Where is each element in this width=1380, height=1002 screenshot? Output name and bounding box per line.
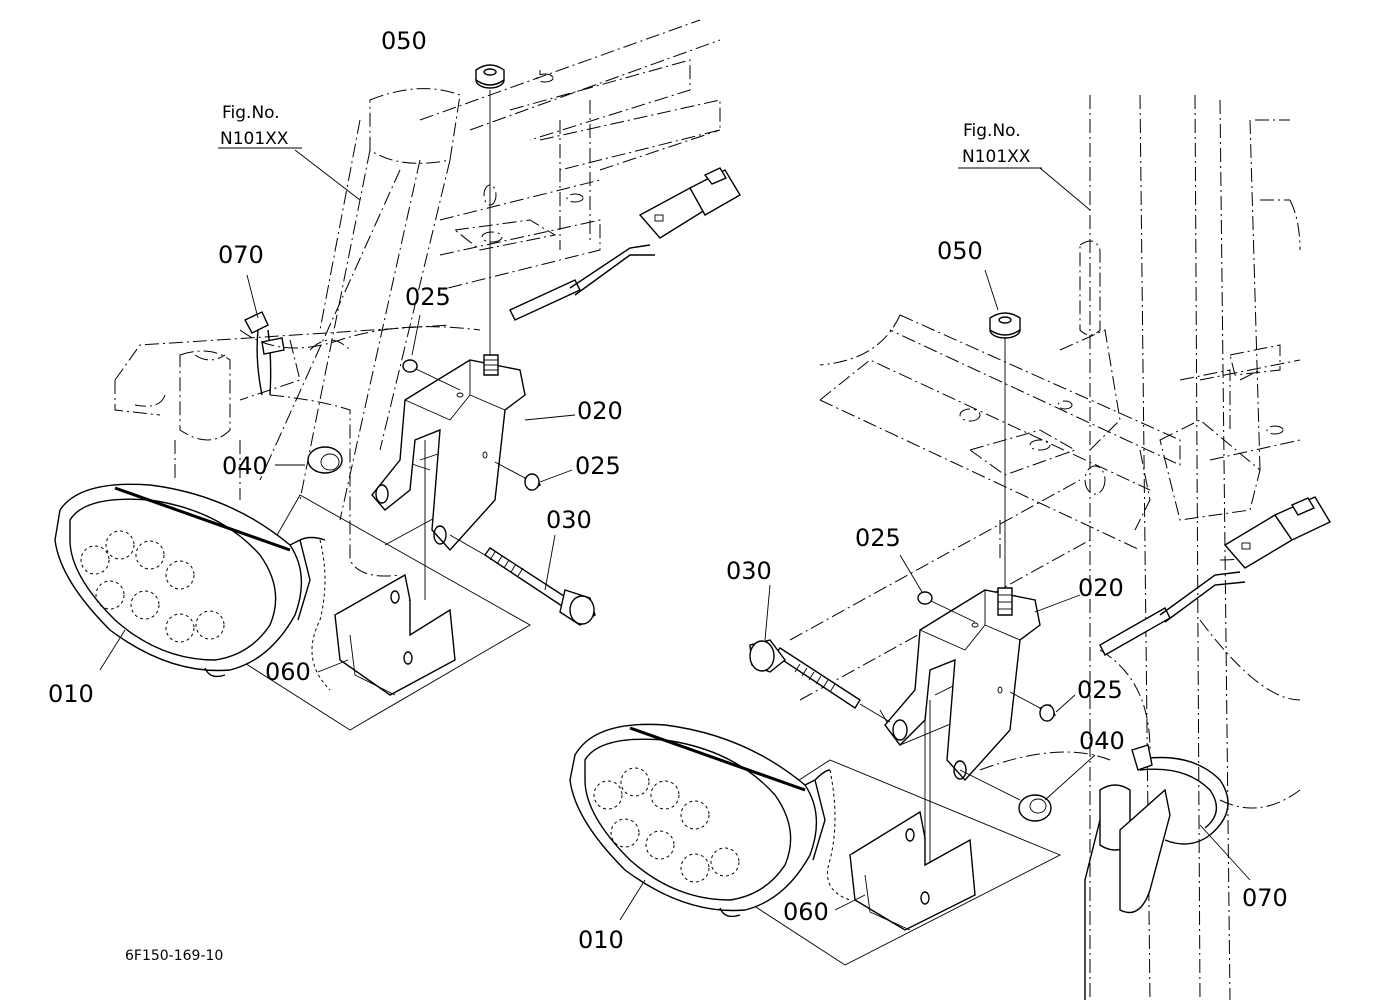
right-assembly <box>569 94 1331 1001</box>
left-cable-tie-070 <box>239 311 481 577</box>
right-collar-040 <box>959 769 1052 822</box>
left-bolt-030 <box>449 534 596 626</box>
right-connector <box>1099 496 1331 656</box>
right-work-lamp-010 <box>569 723 851 918</box>
fig-no-title: Fig.No. <box>222 103 280 123</box>
left-holder-060 <box>333 573 456 696</box>
fig-no-title: Fig.No. <box>963 121 1021 141</box>
part-label: 040 <box>1079 727 1125 755</box>
left-leader-lines <box>99 147 576 673</box>
left-part-labels: 050 070 025 020 040 025 030 010 060 <box>48 27 623 708</box>
part-label: 050 <box>937 237 983 265</box>
part-label: 025 <box>575 452 621 480</box>
part-label: 010 <box>48 680 94 708</box>
right-vehicle-frame <box>789 94 1301 1001</box>
part-label: 010 <box>578 926 624 954</box>
part-label: 070 <box>1242 884 1288 912</box>
part-label: 030 <box>546 506 592 534</box>
right-screws-025 <box>917 591 1056 722</box>
part-label: 040 <box>222 452 268 480</box>
part-label: 060 <box>265 658 311 686</box>
right-cable-tie-070 <box>979 649 1229 1000</box>
figure-reference-right: Fig.No. N101XX <box>962 121 1031 167</box>
right-bracket-020 <box>884 587 1041 782</box>
part-label: 030 <box>726 557 772 585</box>
left-vehicle-frame <box>114 19 721 521</box>
left-bracket-020 <box>371 354 526 552</box>
right-holder-060 <box>848 810 976 931</box>
right-leader-lines <box>619 167 1251 921</box>
part-label: 060 <box>783 898 829 926</box>
part-label: 020 <box>577 397 623 425</box>
part-label: 025 <box>1077 676 1123 704</box>
left-work-lamp-010 <box>54 483 331 691</box>
part-label: 025 <box>405 283 451 311</box>
fig-no-number: N101XX <box>220 129 289 149</box>
drawing-code: 6F150-169-10 <box>125 948 223 964</box>
right-flange-nut-050 <box>989 312 1021 339</box>
right-part-labels: 050 025 030 020 025 040 010 060 070 <box>578 237 1288 954</box>
left-assembly <box>54 19 741 731</box>
left-connector <box>509 167 741 321</box>
part-label: 070 <box>218 241 264 269</box>
right-bolt-030 <box>749 639 891 723</box>
part-label: 020 <box>1078 574 1124 602</box>
part-label: 025 <box>855 524 901 552</box>
figure-reference-left: Fig.No. N101XX <box>220 103 289 149</box>
left-flange-nut-050 <box>475 64 505 89</box>
fig-no-number: N101XX <box>962 147 1031 167</box>
left-collar-040 <box>307 446 343 474</box>
part-label: 050 <box>381 27 427 55</box>
left-screws-025 <box>402 359 541 491</box>
